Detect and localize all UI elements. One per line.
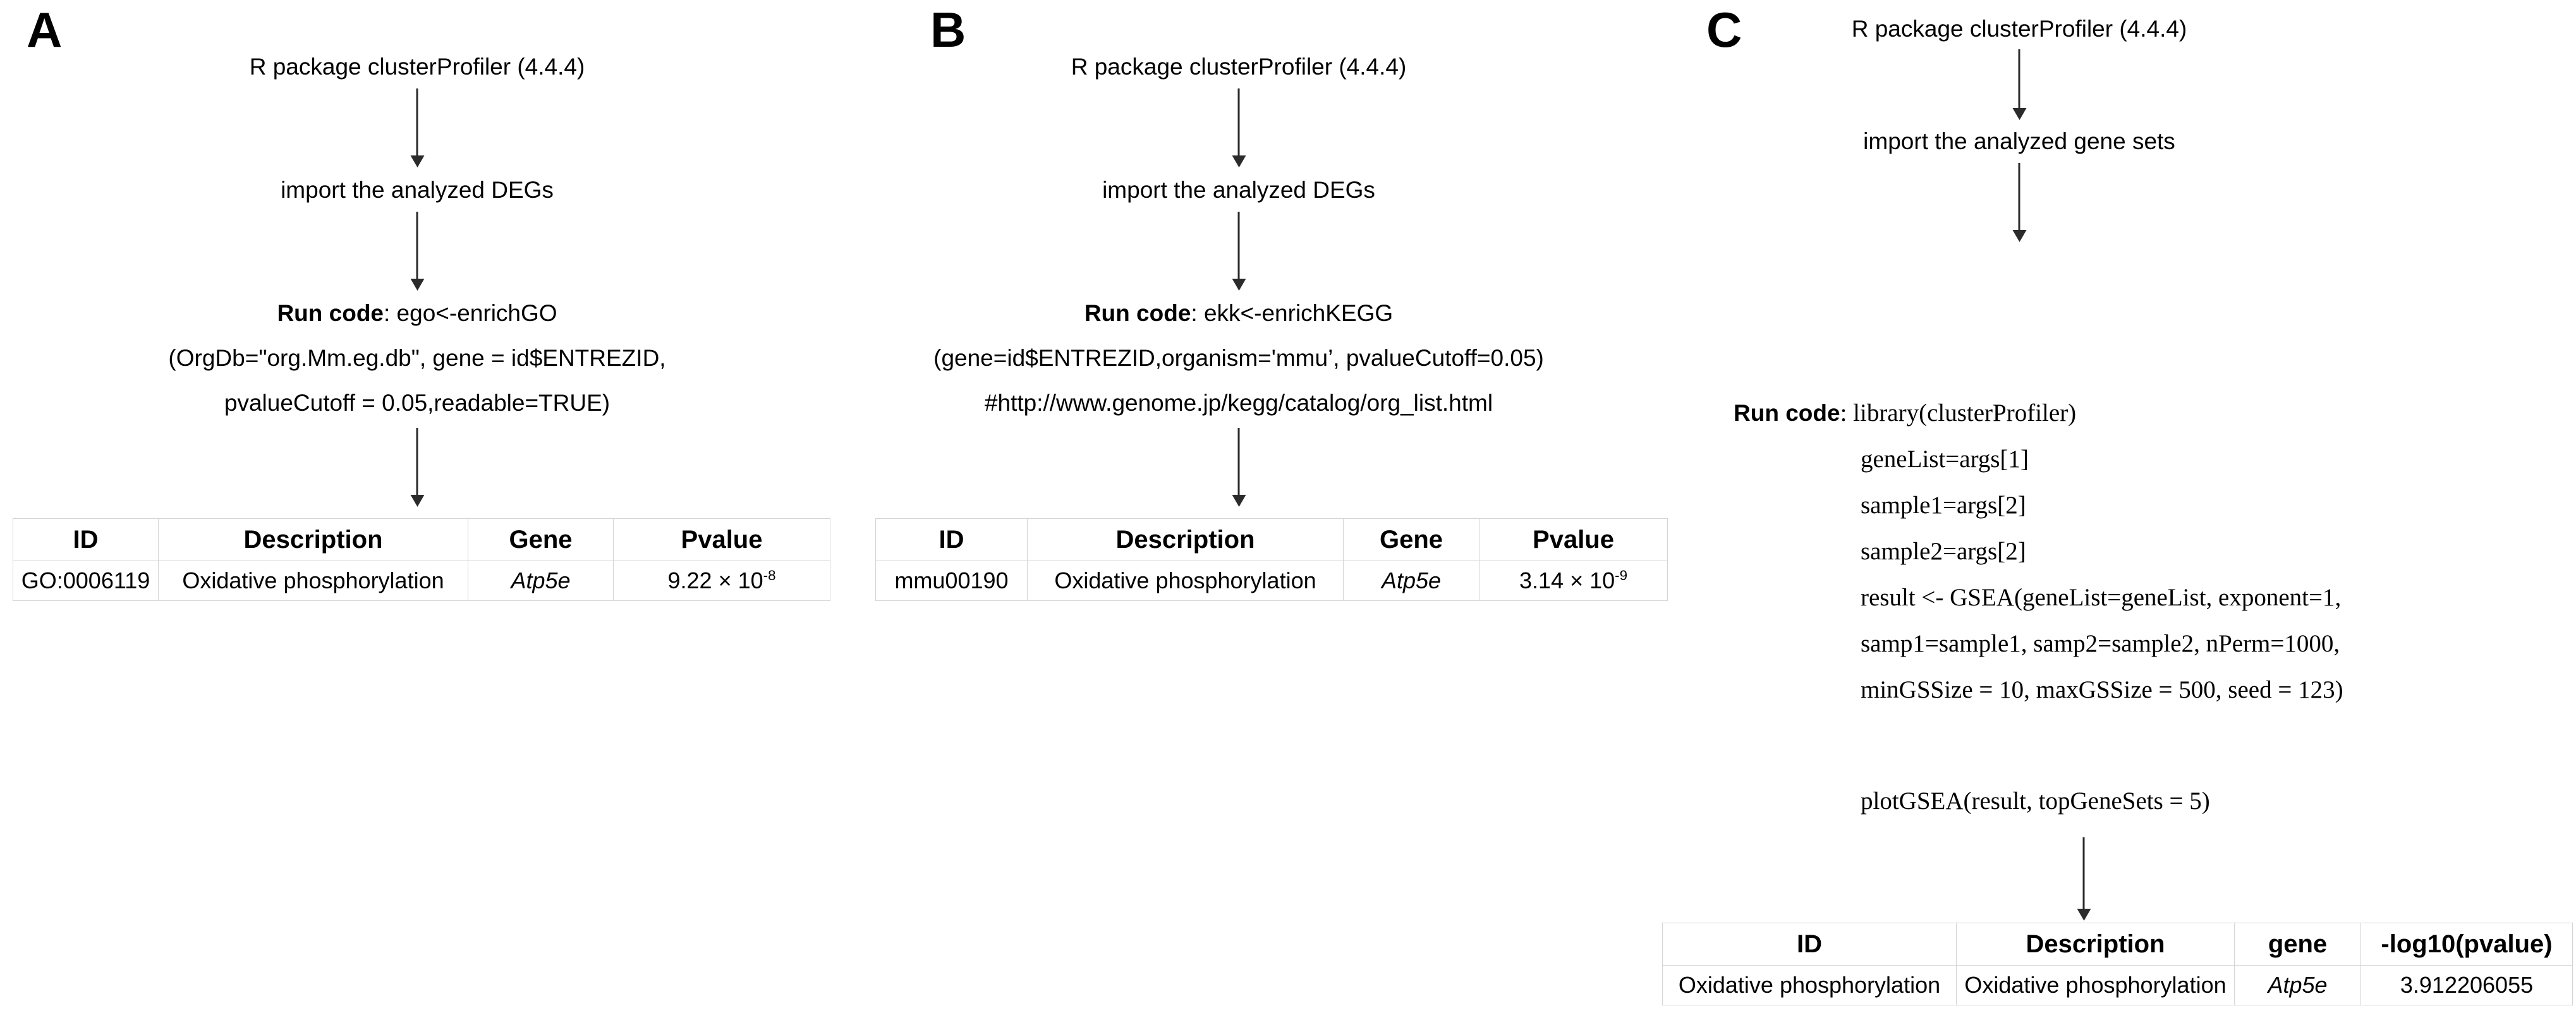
panel-a-pvalue-mantissa: 9.22 × 10 — [667, 567, 763, 593]
panel-letter-b: B — [930, 2, 966, 58]
panel-a-arrow-3 — [416, 428, 418, 496]
panel-b-code-line-3: #http://www.genome.jp/kegg/catalog/org_l… — [984, 390, 1493, 416]
panel-letter-a: A — [27, 2, 63, 58]
table-row: GO:0006119 Oxidative phosphorylation Atp… — [13, 561, 830, 601]
panel-a-code-line-2: (OrgDb="org.Mm.eg.db", gene = id$ENTREZI… — [168, 345, 666, 371]
panel-a-th-pvalue: Pvalue — [613, 518, 830, 561]
panel-a-td-gene: Atp5e — [468, 561, 614, 601]
panel-b-th-description: Description — [1027, 518, 1344, 561]
panel-b-code-line-2: (gene=id$ENTREZID,organism='mmu’, pvalue… — [933, 345, 1544, 371]
panel-b-arrow-2 — [1237, 212, 1240, 280]
panel-a-run-code-label: Run code — [277, 300, 384, 326]
panel-a-code-line-3: pvalueCutoff = 0.05,readable=TRUE) — [224, 390, 611, 416]
panel-b-pvalue-mantissa: 3.14 × 10 — [1519, 567, 1615, 593]
panel-b-node-import: import the analyzed DEGs — [1102, 177, 1375, 203]
panel-a-arrow-2 — [416, 212, 418, 280]
panel-a-node-package: R package clusterProfiler (4.4.4) — [249, 54, 585, 80]
panel-b-pvalue-exponent: -9 — [1615, 567, 1627, 583]
panel-c-code-line-2: geneList=args[1] — [1861, 446, 2029, 473]
panel-c-code-line-5: result <- GSEA(geneList=geneList, expone… — [1861, 584, 2342, 611]
panel-c-node-import: import the analyzed gene sets — [1863, 128, 2175, 154]
panel-c-code-line-6: samp1=sample1, samp2=sample2, nPerm=1000… — [1861, 630, 2340, 657]
panel-c-code-line-7: minGSSize = 10, maxGSSize = 500, seed = … — [1861, 676, 2343, 703]
panel-c-th-id: ID — [1662, 923, 1957, 966]
panel-c-code-line-4: sample2=args[2] — [1861, 538, 2026, 565]
panel-b-code-text-1: : ekk<-enrichKEGG — [1191, 300, 1394, 326]
panel-c-th-description: Description — [1956, 923, 2235, 966]
panel-c-node-package: R package clusterProfiler (4.4.4) — [1851, 16, 2187, 42]
panel-a-table: ID Description Gene Pvalue GO:0006119 Ox… — [13, 518, 830, 601]
panel-letter-c: C — [1706, 2, 1742, 58]
panel-a-code-text-1: : ego<-enrichGO — [384, 300, 557, 326]
panel-c-th-gene: gene — [2234, 923, 2361, 966]
panel-c-td-gene: Atp5e — [2234, 965, 2361, 1005]
panel-b-th-gene: Gene — [1343, 518, 1479, 561]
panel-a-td-description: Oxidative phosphorylation — [158, 561, 468, 601]
panel-c-td-description: Oxidative phosphorylation — [1956, 965, 2235, 1005]
panel-a-code-line-1: Run code: ego<-enrichGO — [277, 298, 557, 328]
table-row: mmu00190 Oxidative phosphorylation Atp5e… — [875, 561, 1668, 601]
panel-a-pvalue-exponent: -8 — [763, 567, 776, 583]
panel-c-table: ID Description gene -log10(pvalue) Oxida… — [1662, 923, 2573, 1005]
panel-c-arrow-2 — [2018, 163, 2020, 231]
panel-a-td-id: GO:0006119 — [13, 561, 159, 601]
panel-b-table-header-row: ID Description Gene Pvalue — [875, 518, 1668, 561]
panel-b-th-id: ID — [875, 518, 1028, 561]
table-row: Oxidative phosphorylation Oxidative phos… — [1662, 965, 2573, 1005]
panel-b-td-gene: Atp5e — [1343, 561, 1479, 601]
panel-c-arrow-1 — [2018, 49, 2020, 109]
panel-a-td-pvalue: 9.22 × 10-8 — [613, 561, 830, 601]
panel-c-td-value: 3.912206055 — [2360, 965, 2573, 1005]
panel-b-arrow-3 — [1237, 428, 1240, 496]
panel-b-arrow-1 — [1237, 88, 1240, 157]
panel-c-code-text-1: : library(clusterProfiler) — [1840, 399, 2077, 427]
panel-a-th-description: Description — [158, 518, 468, 561]
panel-b-td-description: Oxidative phosphorylation — [1027, 561, 1344, 601]
panel-c-code-line-3: sample1=args[2] — [1861, 492, 2026, 519]
panel-a-th-id: ID — [13, 518, 159, 561]
panel-c-code-line-1: Run code: library(clusterProfiler) — [1734, 401, 2076, 425]
panel-c-table-header-row: ID Description gene -log10(pvalue) — [1662, 923, 2573, 966]
panel-b-td-id: mmu00190 — [875, 561, 1028, 601]
panel-a-arrow-1 — [416, 88, 418, 157]
panel-c-th-neglog10pvalue: -log10(pvalue) — [2360, 923, 2573, 966]
panel-c-run-code-label: Run code — [1734, 400, 1840, 426]
panel-b-node-package: R package clusterProfiler (4.4.4) — [1071, 54, 1407, 80]
panel-b-th-pvalue: Pvalue — [1479, 518, 1668, 561]
panel-b-td-pvalue: 3.14 × 10-9 — [1479, 561, 1668, 601]
panel-c-td-id: Oxidative phosphorylation — [1662, 965, 1957, 1005]
panel-c-arrow-3 — [2082, 837, 2085, 910]
panel-a-table-header-row: ID Description Gene Pvalue — [13, 518, 830, 561]
panel-a-node-import: import the analyzed DEGs — [281, 177, 554, 203]
panel-b-run-code-label: Run code — [1084, 300, 1191, 326]
panel-c-code-line-8: plotGSEA(result, topGeneSets = 5) — [1861, 787, 2210, 815]
panel-b-table: ID Description Gene Pvalue mmu00190 Oxid… — [875, 518, 1668, 601]
panel-b-code-line-1: Run code: ekk<-enrichKEGG — [1084, 298, 1393, 328]
panel-a-th-gene: Gene — [468, 518, 614, 561]
